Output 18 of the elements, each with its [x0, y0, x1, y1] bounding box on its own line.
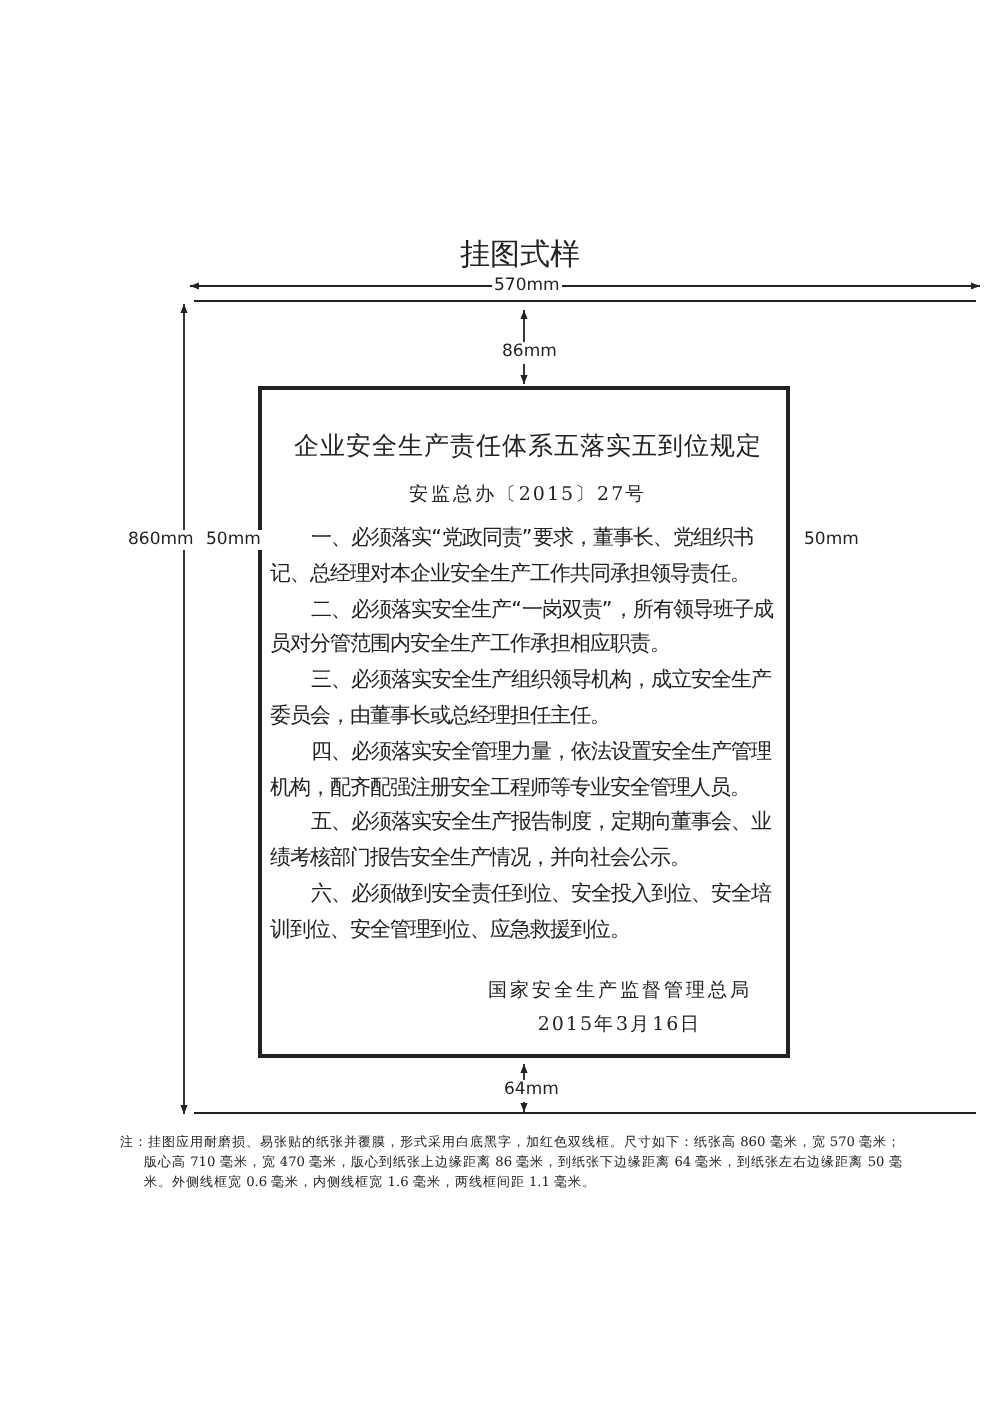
paragraph: 一、必须落实“党政同责”要求，董事长、党组织书记、总经理对本企业安全生产工作共同承担领导责任。 — [270, 524, 755, 590]
issuer-name: 国家安全生产监督管理总局 — [486, 977, 754, 1006]
dimension-label: 86mm — [500, 342, 559, 362]
paragraph: 五、必须落实安全生产报告制度，定期向董事会、业绩考核部门报告安全生产情况，并向社会公示。 — [270, 808, 774, 875]
dimension-label: 50mm — [204, 530, 263, 550]
document-number: 安监总办〔2015〕27号 — [406, 482, 650, 510]
issue-date: 2015年3月16日 — [535, 1011, 705, 1040]
dimension-label: 64mm — [502, 1080, 561, 1100]
paragraph: 三、必须落实安全生产组织领导机构，成立安全生产委员会，由董事长或总经理担任主任。 — [270, 666, 774, 732]
poster-box — [258, 386, 790, 1058]
dimension-label: 570mm — [492, 276, 562, 296]
dimension-label: 50mm — [802, 530, 861, 550]
paragraph: 四、必须落实安全管理力量，依法设置安全生产管理机构，配齐配强注册安全工程师等专业安全管理人员。 — [270, 737, 774, 804]
paragraph: 六、必须做到安全责任到位、安全投入到位、安全培训到位、安全管理到位、应急救援到位。 — [270, 879, 774, 946]
dimension-label: 860mm — [126, 530, 196, 550]
heading: 企业安全生产责任体系五落实五到位规定 — [292, 428, 764, 464]
paragraph: 二、必须落实安全生产“一岗双责”，所有领导班子成员对分管范围内安全生产工作承担相应职责。 — [270, 595, 775, 661]
title: 挂图式样 — [458, 234, 582, 274]
